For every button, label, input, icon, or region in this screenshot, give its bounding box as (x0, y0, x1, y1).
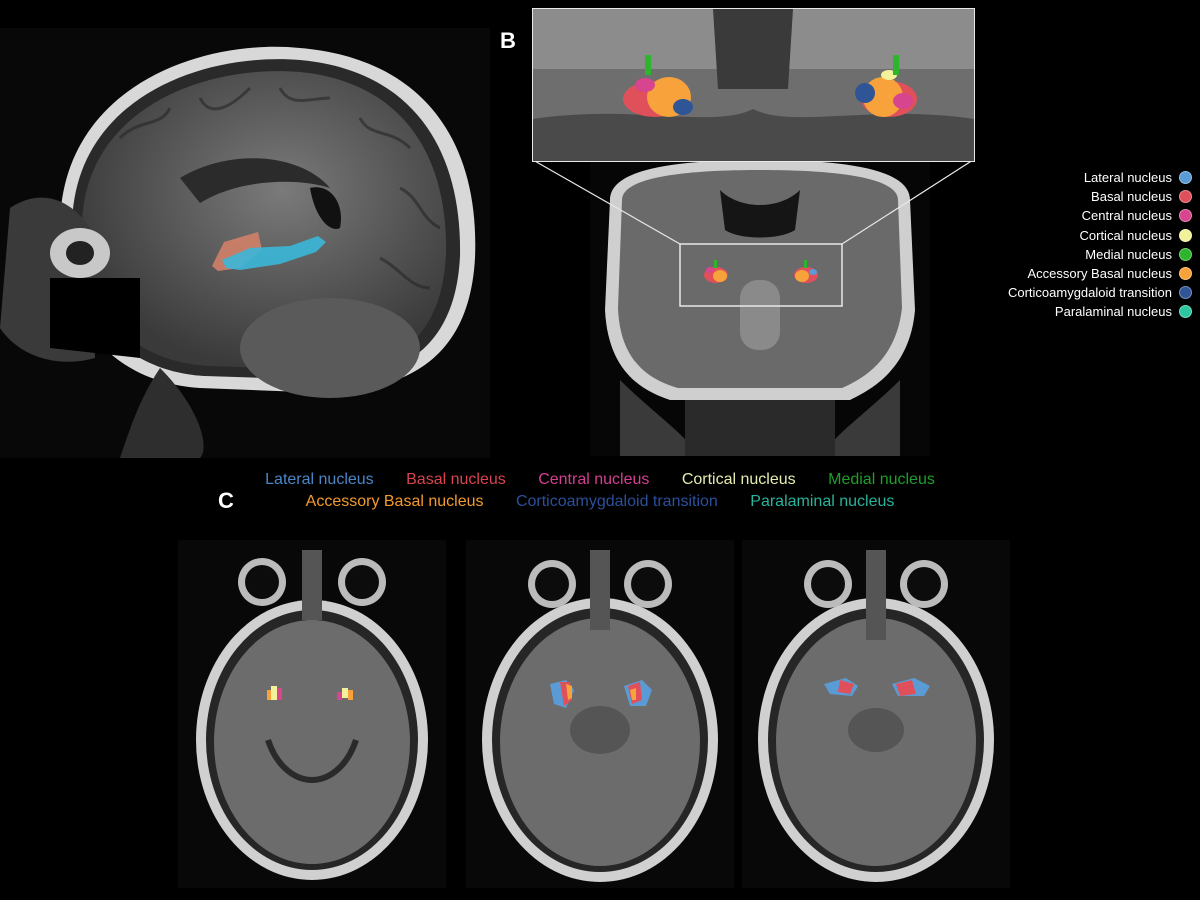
left-amygdala-axial-3 (824, 678, 858, 696)
legend-swatch (1179, 247, 1192, 261)
legend-item: Basal nucleus (920, 187, 1192, 206)
legend-label: Lateral nucleus (1083, 170, 1172, 186)
zoomed-amygdala-inset (532, 8, 975, 162)
legend-item: Lateral nucleus (920, 168, 1192, 187)
right-amygdala-axial-3 (892, 678, 930, 696)
legend-label: Central nucleus (1081, 208, 1172, 224)
right-amygdala-small (794, 260, 818, 283)
legend-item: Accessory Basal nucleus (920, 264, 1192, 283)
legend-c-label: Central nucleus (538, 471, 650, 488)
legend-swatch (1179, 228, 1192, 242)
legend-panel-c-line1: Lateral nucleus Basal nucleus Central nu… (0, 471, 1200, 489)
right-amygdala-axial-1 (337, 688, 353, 700)
legend-item: Corticoamygdaloid transition (920, 283, 1192, 302)
zoom-region-box (679, 243, 843, 307)
legend-c-label: Paralaminal nucleus (750, 493, 895, 510)
left-amygdala-small (704, 260, 728, 283)
legend-label: Cortical nucleus (1079, 227, 1173, 243)
axial-mri-slice-1 (178, 540, 446, 888)
legend-c-label: Corticoamygdaloid transition (515, 493, 718, 510)
legend-label: Medial nucleus (1085, 246, 1172, 262)
legend-c-label: Accessory Basal nucleus (305, 493, 484, 510)
legend-c-label: Cortical nucleus (681, 471, 796, 488)
sagittal-mri-image (0, 28, 490, 458)
legend-panel-c-line2: Accessory Basal nucleus Corticoamygdaloi… (0, 493, 1200, 511)
panel-label-b: B (500, 28, 516, 53)
legend-swatch (1179, 190, 1192, 204)
legend-swatch (1179, 286, 1192, 300)
axial-mri-slice-3 (742, 540, 1010, 888)
left-amygdala-axial-2 (550, 680, 574, 708)
zoom-connector (532, 159, 974, 245)
right-amygdala-axial-2 (624, 680, 652, 706)
legend-swatch (1179, 171, 1192, 185)
legend-item: Medial nucleus (920, 245, 1192, 264)
left-amygdala-zoomed (623, 55, 693, 117)
legend-c-label: Medial nucleus (828, 471, 935, 488)
legend-label: Basal nucleus (1091, 189, 1172, 205)
legend-c-label: Basal nucleus (406, 471, 506, 488)
coronal-mri-image (590, 160, 930, 456)
legend-label: Paralaminal nucleus (1054, 304, 1172, 320)
legend-swatch (1179, 305, 1192, 319)
panel-label-c: C (218, 488, 234, 513)
legend-panel-b: Lateral nucleus Basal nucleus Central nu… (920, 168, 1192, 322)
right-amygdala-zoomed (855, 55, 917, 117)
legend-label: Accessory Basal nucleus (1027, 266, 1172, 282)
legend-swatch (1179, 209, 1192, 223)
legend-item: Paralaminal nucleus (920, 302, 1192, 321)
legend-item: Central nucleus (920, 206, 1192, 225)
left-amygdala-axial-1 (267, 686, 282, 700)
axial-mri-slice-2 (466, 540, 734, 888)
legend-item: Cortical nucleus (920, 226, 1192, 245)
legend-swatch (1179, 267, 1192, 281)
legend-label: Corticoamygdaloid transition (1007, 285, 1172, 301)
hippocampus-overlay (222, 236, 326, 270)
legend-c-label: Lateral nucleus (265, 471, 374, 488)
